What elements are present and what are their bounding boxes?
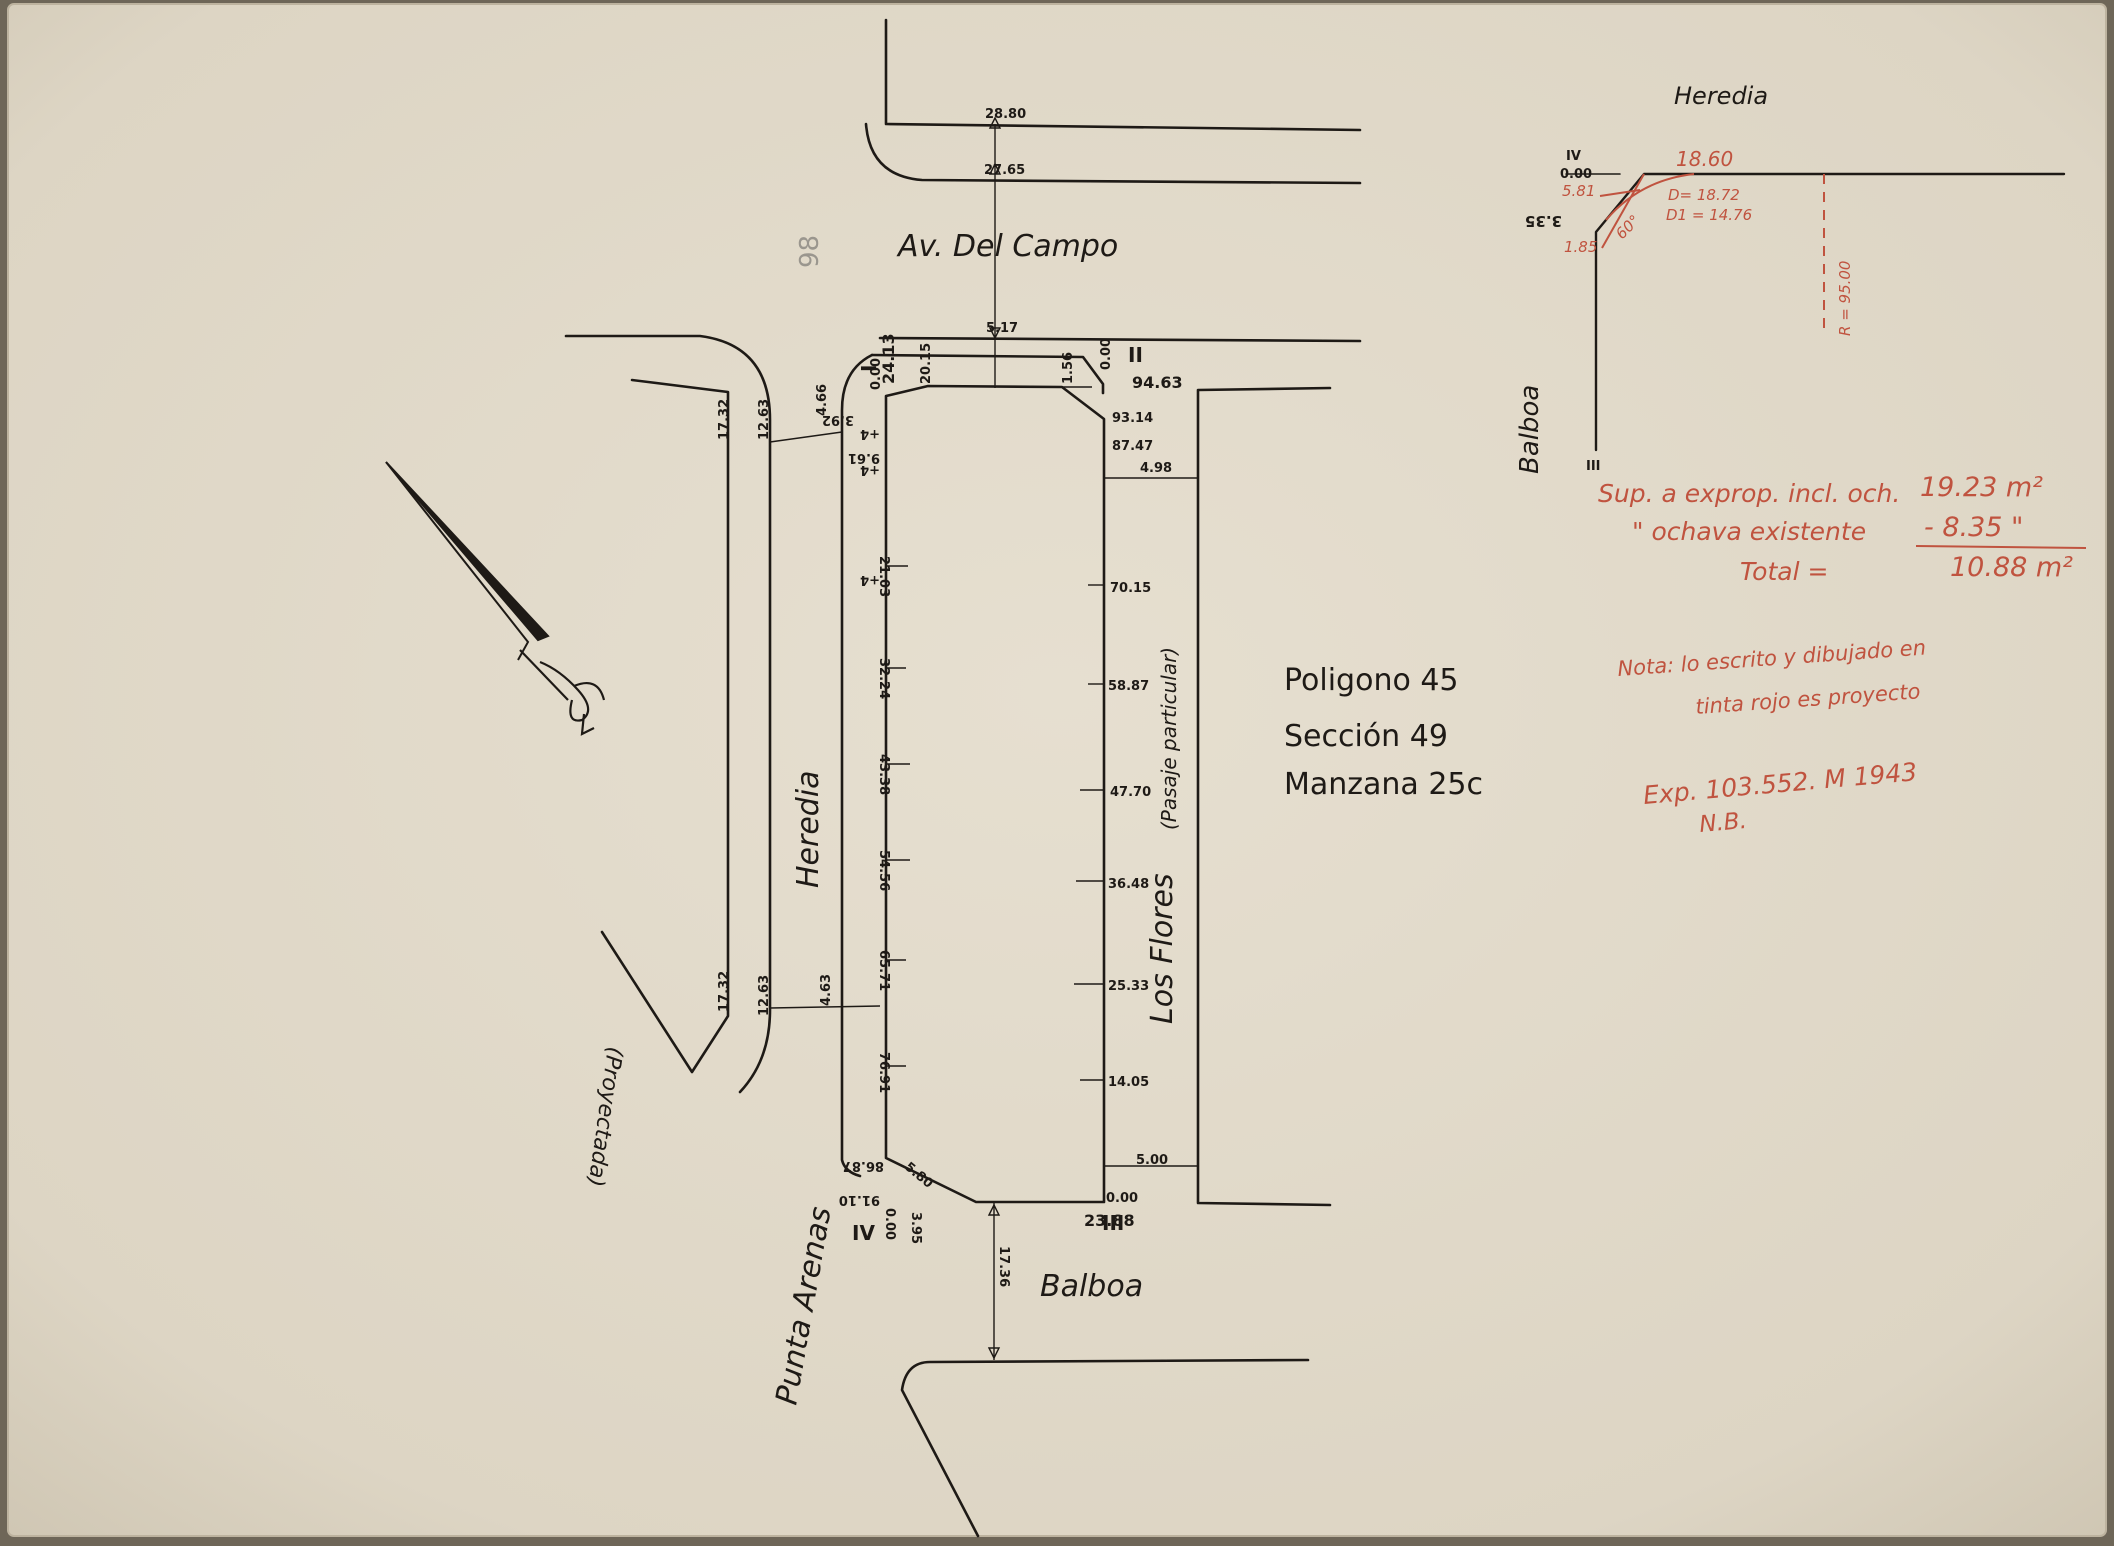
svg-text:58.87: 58.87: [1108, 679, 1149, 694]
svg-text:91.10: 91.10: [839, 1192, 880, 1207]
svg-text:23.88: 23.88: [1084, 1211, 1135, 1230]
svg-text:3.35: 3.35: [1525, 212, 1562, 230]
svg-text:D= 18.72: D= 18.72: [1668, 186, 1740, 204]
svg-text:12.63: 12.63: [757, 399, 772, 440]
svg-text:3.92: 3.92: [822, 412, 854, 427]
block-curb-top: [870, 353, 1105, 395]
svg-text:25.33: 25.33: [1108, 979, 1149, 994]
svg-text:0.00: 0.00: [1099, 338, 1114, 370]
svg-text:17.36: 17.36: [996, 1246, 1011, 1287]
svg-text:9.61: 9.61: [848, 450, 880, 465]
street-pasaje-particular: (Pasaje particular): [1157, 647, 1181, 830]
svg-text:R = 95.00: R = 95.00: [1836, 261, 1854, 336]
campo-south-edge-right: [878, 336, 1362, 343]
svg-text:4.98: 4.98: [1140, 461, 1172, 476]
svg-text:Total =: Total =: [1740, 557, 1828, 586]
street-edges: [564, 18, 1362, 1538]
street-heredia: Heredia: [791, 770, 826, 888]
cadastral-info: Poligono 45 Sección 49 Manzana 25c: [1284, 663, 1483, 802]
poligono-label: Poligono 45: [1284, 663, 1459, 698]
svg-text:I: I: [857, 365, 881, 372]
svg-text:70.15: 70.15: [1110, 581, 1151, 596]
svg-text:+4: +4: [860, 426, 880, 441]
svg-text:D1 = 14.76: D1 = 14.76: [1666, 206, 1752, 224]
campo-south-edge: [564, 334, 772, 1094]
bottom-block-edge: [900, 1358, 1310, 1538]
svg-text:1.85: 1.85: [1564, 238, 1597, 256]
svg-text:28.80: 28.80: [985, 107, 1026, 122]
svg-text:0.00: 0.00: [882, 1208, 897, 1240]
corner-detail: Heredia Balboa IV III 0.00 3.35 18.60 5.…: [1515, 82, 2066, 474]
svg-text:0.00: 0.00: [1106, 1191, 1138, 1206]
svg-text:" ochava existente: " ochava existente: [1632, 517, 1866, 546]
street-av-del-campo: Av. Del Campo: [896, 229, 1118, 264]
svg-text:10.88 m²: 10.88 m²: [1950, 552, 2073, 583]
svg-text:24.13: 24.13: [879, 333, 898, 384]
svg-text:65.71: 65.71: [876, 950, 891, 991]
svg-text:76.91: 76.91: [876, 1052, 891, 1093]
top-block-curb: [864, 122, 1362, 185]
dimension-lines: [769, 116, 1198, 1360]
heredia-west-line: [600, 378, 730, 1074]
svg-text:N.B.: N.B.: [1698, 808, 1748, 838]
svg-text:18.60: 18.60: [1676, 147, 1733, 171]
svg-text:12.63: 12.63: [757, 975, 772, 1016]
street-los-flores: Los Flores: [1145, 873, 1180, 1024]
svg-text:+4: +4: [860, 462, 880, 477]
manzana-label: Manzana 25c: [1284, 767, 1483, 802]
svg-text:4.63: 4.63: [819, 974, 834, 1006]
block-polygon: [884, 384, 1106, 1204]
svg-text:93.14: 93.14: [1112, 411, 1153, 426]
los-flores-east-line: [1196, 386, 1332, 1207]
svg-text:17.32: 17.32: [717, 399, 732, 440]
top-block-outer-edge: [884, 18, 1362, 132]
svg-text:20.15: 20.15: [919, 343, 934, 384]
svg-text:32.24: 32.24: [876, 658, 891, 699]
svg-text:IV: IV: [852, 1221, 875, 1245]
north-arrow-icon: [385, 461, 606, 736]
svg-text:86.87: 86.87: [843, 1158, 884, 1173]
svg-text:5.17: 5.17: [986, 321, 1018, 336]
street-balboa: Balboa: [1040, 1269, 1143, 1304]
svg-text:36.48: 36.48: [1108, 877, 1149, 892]
svg-text:- 8.35 ": - 8.35 ": [1924, 512, 2023, 543]
svg-text:47.70: 47.70: [1110, 785, 1151, 800]
area-calculation: Sup. a exprop. incl. och. 19.23 m² " och…: [1598, 472, 2087, 586]
svg-text:19.23 m²: 19.23 m²: [1920, 472, 2043, 503]
pencil-note: 98: [795, 235, 825, 268]
svg-text:5.00: 5.00: [1136, 1153, 1168, 1168]
paper-background: [7, 3, 2107, 1537]
svg-text:0.00: 0.00: [869, 358, 884, 390]
svg-text:Balboa: Balboa: [1515, 385, 1545, 474]
svg-text:II: II: [1128, 343, 1143, 367]
svg-text:87.47: 87.47: [1112, 439, 1153, 454]
svg-text:0.00: 0.00: [1560, 167, 1592, 182]
corner-markers: I II III IV: [852, 343, 1143, 1245]
svg-text:Heredia: Heredia: [1674, 82, 1768, 110]
svg-text:21.03: 21.03: [876, 556, 891, 597]
svg-text:17.32: 17.32: [717, 971, 732, 1012]
svg-text:III: III: [1586, 459, 1601, 474]
svg-text:III: III: [1102, 1211, 1124, 1235]
svg-text:27.65: 27.65: [984, 163, 1025, 178]
block-curb-left: [840, 353, 874, 1178]
svg-text:5.81: 5.81: [1562, 182, 1595, 200]
svg-text:94.63: 94.63: [1132, 373, 1183, 392]
svg-text:IV: IV: [1566, 149, 1581, 164]
svg-text:Sup. a exprop. incl. och.: Sup. a exprop. incl. och.: [1598, 479, 1900, 508]
dimension-labels: 28.80 27.65 5.17 20.15 1.56 24.13 0.00 0…: [717, 107, 1183, 1287]
svg-text:54.56: 54.56: [876, 850, 891, 891]
svg-text:1.56: 1.56: [1061, 352, 1076, 384]
seccion-label: Sección 49: [1284, 719, 1448, 754]
svg-text:14.05: 14.05: [1108, 1075, 1149, 1090]
svg-text:+4: +4: [860, 572, 880, 587]
svg-text:3.95: 3.95: [908, 1212, 923, 1244]
svg-text:43.38: 43.38: [876, 754, 891, 795]
svg-text:4.66: 4.66: [815, 384, 830, 416]
